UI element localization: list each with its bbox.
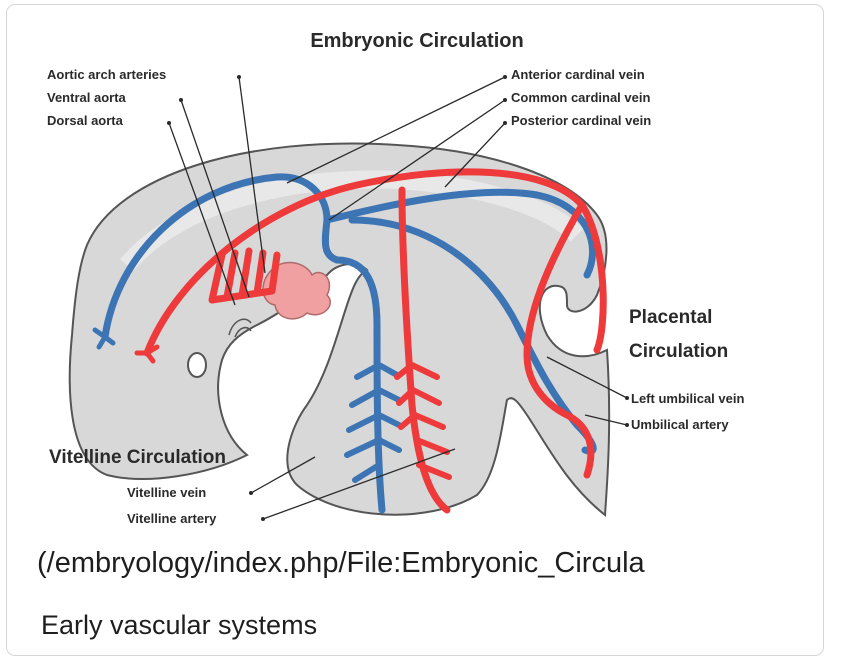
label-dorsal-aorta: Dorsal aorta (47, 113, 124, 128)
label-vitelline-circulation: Vitelline Circulation (49, 447, 226, 468)
label-aortic-arch-arteries: Aortic arch arteries (47, 67, 166, 82)
diagram-title: Embryonic Circulation (310, 30, 523, 52)
label-placental-line2: Circulation (629, 341, 728, 362)
label-anterior-cardinal-vein: Anterior cardinal vein (511, 67, 645, 82)
label-placental-line1: Placental (629, 307, 712, 328)
label-left-umbilical-vein: Left umbilical vein (631, 391, 744, 406)
embryonic-circulation-diagram[interactable]: Embryonic Circulation Aortic arch arteri… (7, 5, 824, 545)
file-link[interactable]: (/embryology/index.php/File:Embryonic_Ci… (37, 547, 824, 580)
label-vitelline-artery: Vitelline artery (127, 511, 217, 526)
label-vitelline-vein: Vitelline vein (127, 485, 206, 500)
label-common-cardinal-vein: Common cardinal vein (511, 90, 650, 105)
label-posterior-cardinal-vein: Posterior cardinal vein (511, 113, 651, 128)
label-ventral-aorta: Ventral aorta (47, 90, 127, 105)
label-umbilical-artery: Umbilical artery (631, 417, 729, 432)
figure-caption: Early vascular systems (41, 610, 317, 641)
embryo-eye (188, 353, 206, 377)
figure-card: Embryonic Circulation Aortic arch arteri… (6, 4, 824, 656)
